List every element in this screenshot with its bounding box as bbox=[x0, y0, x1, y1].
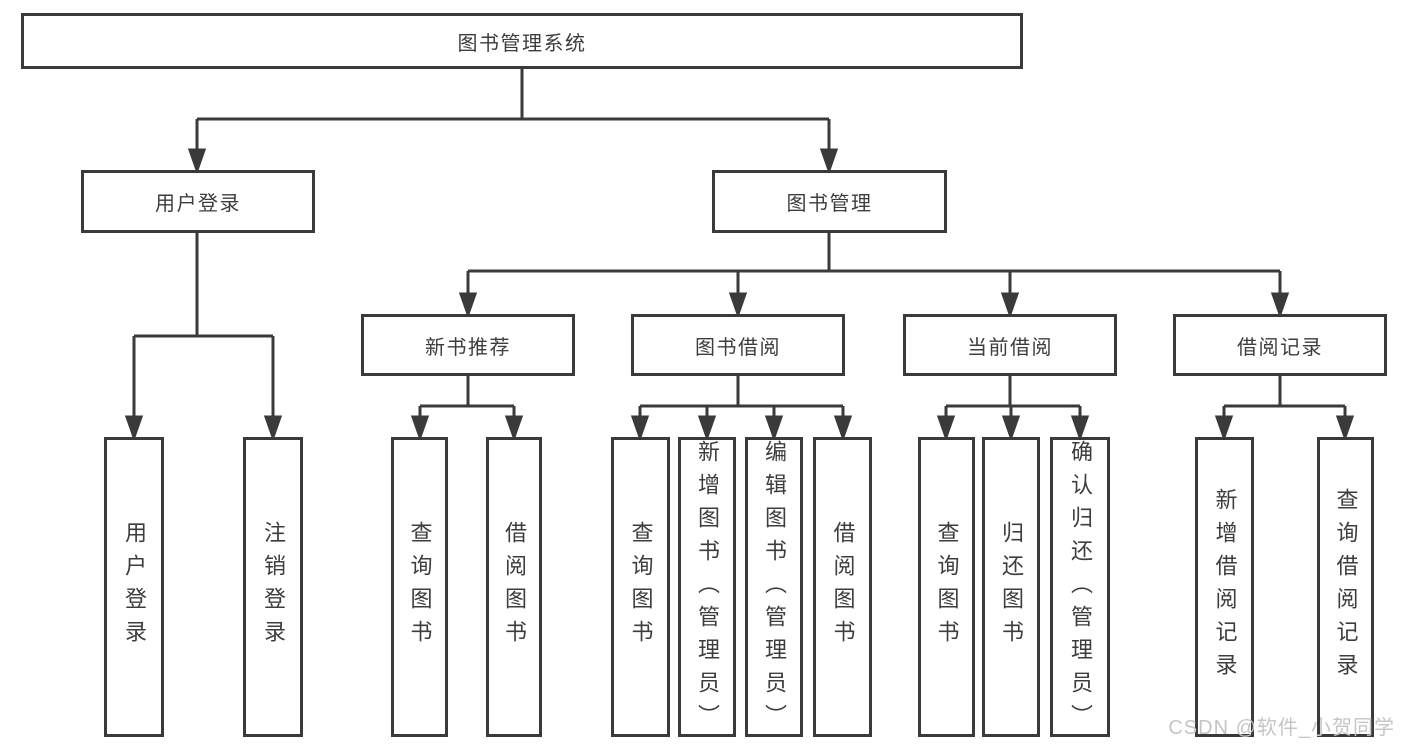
leaf-query-books-1: 查询图书 bbox=[391, 437, 448, 737]
leaf-user-login: 用户登录 bbox=[104, 437, 164, 737]
node-label: 确认归还（管理员） bbox=[1068, 440, 1093, 737]
node-label: 查询图书 bbox=[628, 521, 654, 653]
csdn-watermark: CSDN @软件_小贺同学 bbox=[1168, 717, 1395, 739]
leaf-add-book-admin: 新增图书（管理员） bbox=[678, 437, 736, 737]
node-label: 当前借阅 bbox=[967, 336, 1053, 359]
node-label: 借阅图书 bbox=[830, 521, 856, 653]
node-label: 新书推荐 bbox=[425, 336, 511, 359]
node-label: 查询借阅记录 bbox=[1333, 488, 1359, 686]
node-label: 新增借阅记录 bbox=[1212, 488, 1238, 686]
node-label: 编辑图书（管理员） bbox=[762, 440, 787, 737]
leaf-borrow-books-1: 借阅图书 bbox=[486, 437, 542, 737]
connector-current-borrow bbox=[936, 376, 1090, 442]
leaf-confirm-return-admin: 确认归还（管理员） bbox=[1050, 437, 1110, 737]
node-current-borrow: 当前借阅 bbox=[903, 314, 1117, 376]
node-label: 用户登录 bbox=[155, 193, 241, 215]
connector-root bbox=[187, 69, 839, 175]
leaf-add-borrow-record: 新增借阅记录 bbox=[1195, 437, 1254, 737]
node-label: 图书管理系统 bbox=[457, 32, 587, 55]
node-label: 图书借阅 bbox=[695, 336, 781, 359]
leaf-query-borrow-record: 查询借阅记录 bbox=[1317, 437, 1374, 737]
connector-user-login bbox=[124, 233, 283, 442]
node-label: 图书管理 bbox=[786, 193, 873, 215]
node-label: 新增图书（管理员） bbox=[695, 440, 720, 737]
node-root-system: 图书管理系统 bbox=[21, 13, 1023, 69]
node-new-book-recommend: 新书推荐 bbox=[361, 314, 575, 376]
connector-book-borrow bbox=[630, 376, 853, 442]
leaf-query-books-2: 查询图书 bbox=[611, 437, 670, 737]
node-label: 归还图书 bbox=[999, 521, 1024, 653]
leaf-borrow-books-2: 借阅图书 bbox=[813, 437, 872, 737]
connector-borrow-records bbox=[1214, 376, 1355, 442]
leaf-edit-book-admin: 编辑图书（管理员） bbox=[745, 437, 803, 737]
node-label: 注销登录 bbox=[261, 521, 286, 653]
connector-new-book bbox=[410, 376, 524, 442]
node-user-login: 用户登录 bbox=[81, 170, 315, 233]
node-label: 查询图书 bbox=[407, 521, 433, 653]
node-label: 用户登录 bbox=[122, 521, 147, 653]
leaf-return-book: 归还图书 bbox=[982, 437, 1040, 737]
leaf-query-books-3: 查询图书 bbox=[918, 437, 975, 737]
node-label: 借阅记录 bbox=[1237, 336, 1323, 359]
leaf-logout: 注销登录 bbox=[243, 437, 303, 737]
node-book-borrow: 图书借阅 bbox=[631, 314, 845, 376]
node-book-management: 图书管理 bbox=[712, 170, 947, 233]
node-label: 借阅图书 bbox=[502, 521, 527, 653]
node-borrow-records: 借阅记录 bbox=[1173, 314, 1387, 376]
connector-book-management bbox=[458, 233, 1290, 319]
node-label: 查询图书 bbox=[934, 521, 960, 653]
